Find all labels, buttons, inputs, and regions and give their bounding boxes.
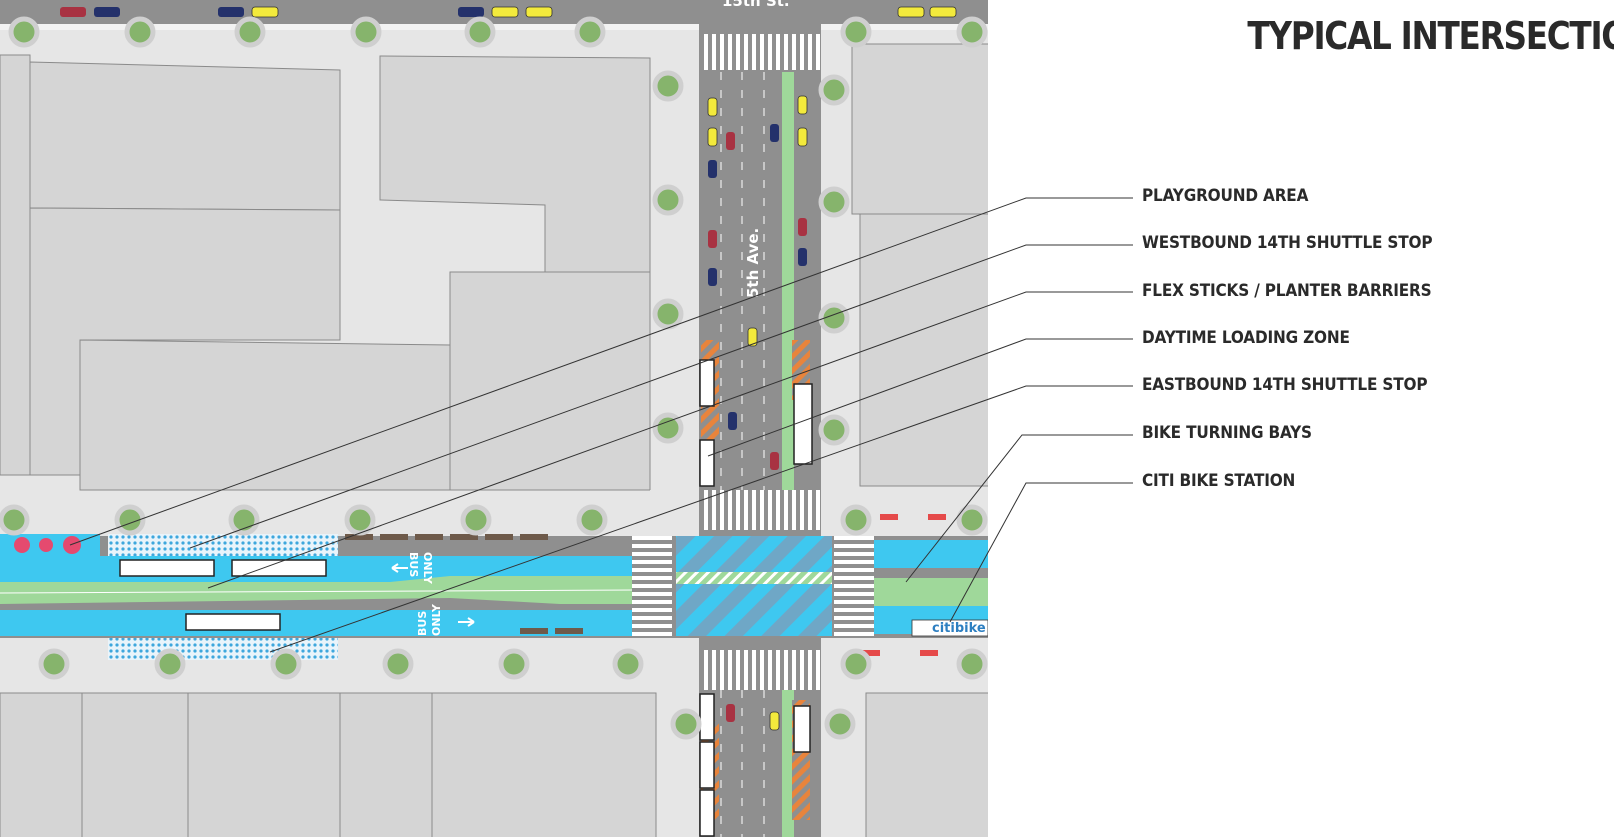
intersection-box bbox=[676, 536, 832, 636]
avenue-label: 5th Ave. bbox=[744, 228, 762, 298]
citi-bike-logo: citibike bbox=[932, 621, 986, 636]
legend-loading-zone: DAYTIME LOADING ZONE bbox=[1142, 328, 1350, 348]
buildings-north-west bbox=[0, 54, 651, 491]
crosswalk-west bbox=[632, 536, 672, 636]
crosswalk-south bbox=[700, 650, 820, 690]
bike-median bbox=[0, 576, 640, 604]
cross-street-label: 15th St. bbox=[722, 0, 790, 10]
bus-only-label-top-2: BUS bbox=[407, 552, 420, 577]
crosswalk-east bbox=[834, 536, 874, 636]
bike-lane-east bbox=[874, 578, 988, 606]
buses bbox=[119, 359, 813, 837]
bus-only-label-bottom: ONLY bbox=[430, 603, 443, 636]
eastbound-shuttle-stop bbox=[108, 638, 338, 660]
page-title: TYPICAL INTERSECTION bbox=[1247, 14, 1614, 58]
crosswalk-north bbox=[700, 490, 820, 530]
cars bbox=[60, 6, 957, 731]
legend-bike-turning: BIKE TURNING BAYS bbox=[1142, 423, 1312, 443]
legend-citi-bike: CITI BIKE STATION bbox=[1142, 471, 1296, 491]
avenue-bike-lane bbox=[782, 72, 794, 492]
bus-only-label-bottom-2: BUS bbox=[416, 611, 429, 636]
bike-crossing bbox=[676, 572, 832, 584]
crosswalk-north-top bbox=[700, 34, 820, 70]
arrow-east bbox=[458, 617, 475, 627]
westbound-shuttle-stop bbox=[108, 534, 338, 556]
arrow-west bbox=[391, 563, 408, 573]
avenue-bike-lane-south bbox=[782, 690, 794, 837]
planter-barriers bbox=[345, 534, 583, 634]
trees bbox=[0, 16, 988, 740]
legend-eastbound-shuttle: EASTBOUND 14TH SHUTTLE STOP bbox=[1142, 375, 1428, 395]
legend-playground: PLAYGROUND AREA bbox=[1142, 186, 1309, 206]
legend-westbound-shuttle: WESTBOUND 14TH SHUTTLE STOP bbox=[1142, 233, 1433, 253]
buildings-south bbox=[0, 692, 993, 837]
bus-only-label-top: ONLY bbox=[421, 552, 434, 585]
bus-lane-westbound-east bbox=[874, 540, 988, 568]
buildings-north-east bbox=[851, 43, 993, 487]
legend-flex-sticks: FLEX STICKS / PLANTER BARRIERS bbox=[1142, 281, 1432, 301]
leader-lines bbox=[69, 197, 1133, 653]
